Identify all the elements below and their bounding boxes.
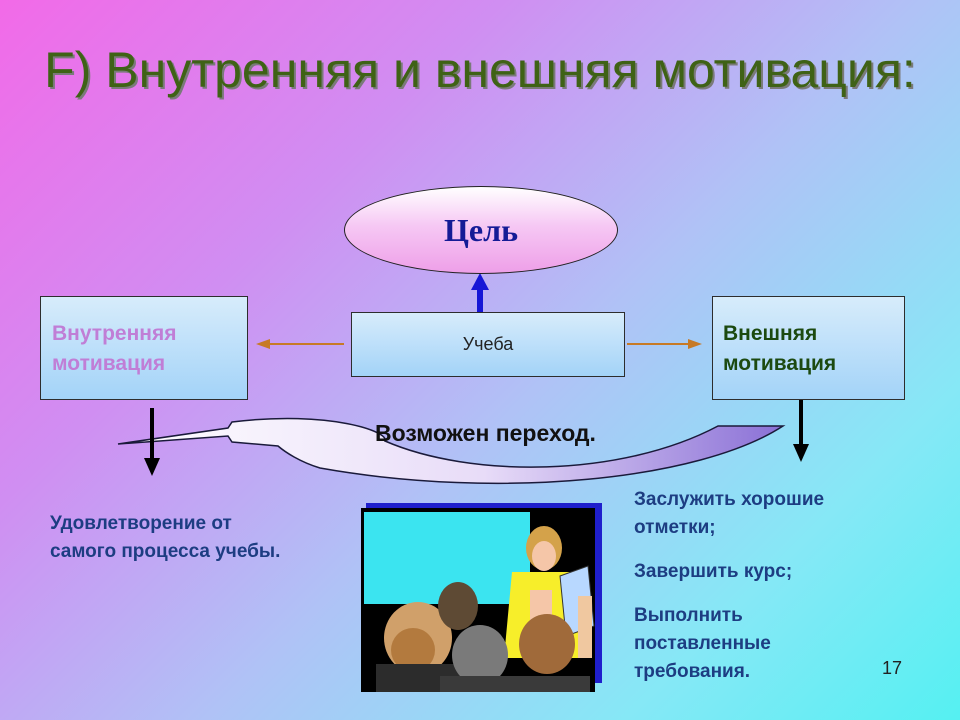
outer-motivation-box: Внешняя мотивация (712, 296, 905, 400)
study-box: Учеба (351, 312, 625, 377)
outer-result-2: Завершить курс; (634, 561, 793, 582)
goal-ellipse: Цель (344, 186, 618, 274)
transition-curve-arrow (117, 417, 786, 485)
transition-label: Возможен переход. (375, 420, 596, 446)
page-number: 17 (882, 658, 903, 678)
inner-result-text: Удовлетворение от самого процесса учебы. (50, 513, 281, 562)
study-label: Учеба (462, 334, 514, 354)
inner-motivation-box: Внутренняя мотивация (40, 296, 248, 400)
outer-result-1: Заслужить хорошие отметки; (634, 489, 825, 538)
classroom-illustration (361, 503, 602, 692)
outer-motivation-label: Внешняя мотивация (723, 322, 837, 375)
arrow-outer-down (793, 400, 809, 462)
arrow-to-inner (256, 339, 344, 349)
arrow-to-goal (471, 273, 489, 312)
arrow-to-outer (627, 339, 702, 349)
slide-title: F) Внутренняя и внешняя мотивация: (44, 42, 916, 98)
inner-motivation-label: Внутренняя мотивация (52, 322, 177, 375)
outer-result-3: Выполнить поставленные требования. (634, 605, 771, 682)
arrow-inner-down (144, 408, 160, 476)
goal-label: Цель (444, 211, 518, 248)
